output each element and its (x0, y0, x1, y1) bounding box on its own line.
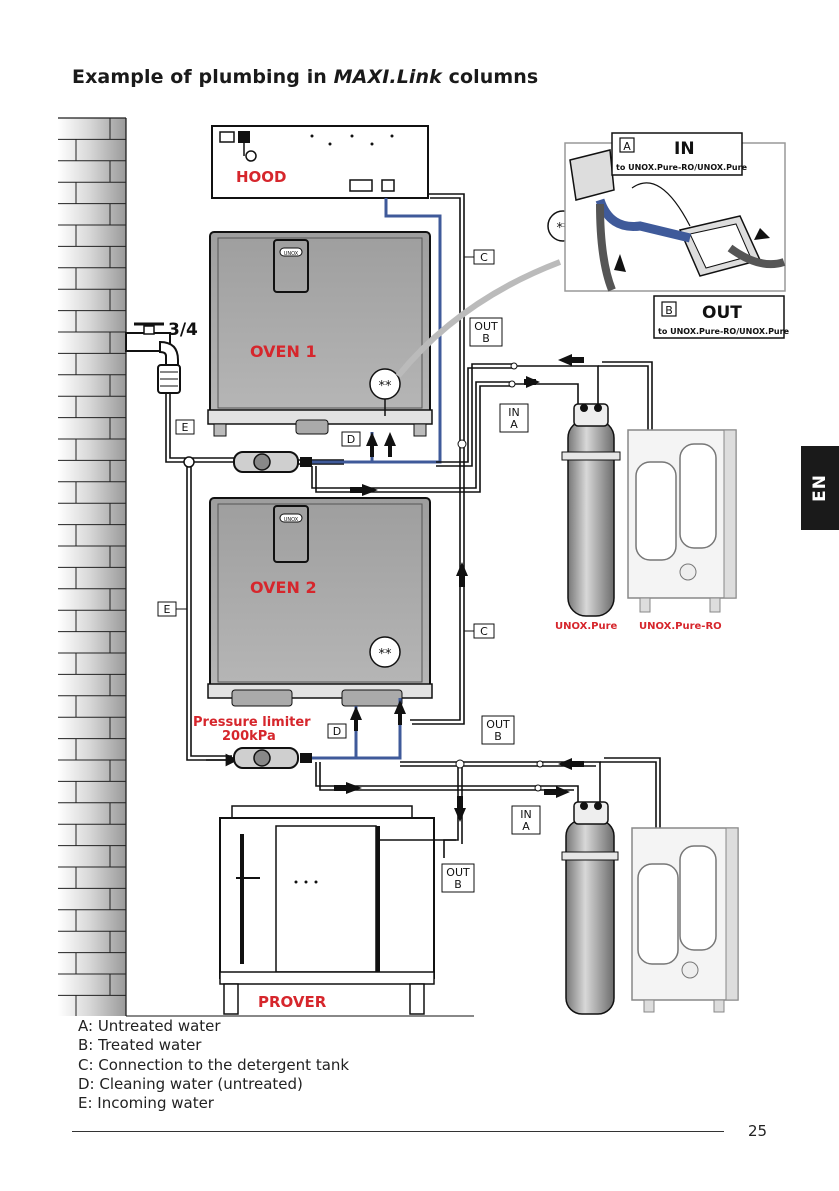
unox-pure-cylinder-2 (561, 801, 619, 1015)
brick-wall (58, 117, 474, 1017)
tag-d-1: D (347, 433, 355, 446)
oven-1: UNOX OVEN 1 (207, 231, 433, 437)
prover: PROVER (219, 805, 435, 1015)
tag-out-1: OUT (474, 320, 498, 333)
tags: C C E E D D OUT B IN A OUT B IN A OUT B (157, 249, 541, 893)
callout-in-subtitle: to UNOX.Pure-RO/UNOX.Pure (616, 163, 748, 172)
language-tab-label: EN (810, 474, 830, 502)
pressure-limiter-label: Pressure limiter (193, 715, 311, 730)
hood-appliance: HOOD (211, 125, 429, 199)
legend-item-e: E: Incoming water (78, 1094, 214, 1113)
tag-out-3-letter: B (454, 878, 462, 891)
legend: A: Untreated water B: Treated water C: C… (78, 1017, 349, 1113)
legend-item-c: C: Connection to the detergent tank (78, 1055, 350, 1074)
detail-marker-3: ** (369, 636, 401, 668)
legend-item-d: D: Cleaning water (untreated) (78, 1074, 303, 1093)
callout-out: B OUT to UNOX.Pure-RO/UNOX.Pure (653, 295, 790, 339)
detail-marker-3-text: ** (379, 647, 393, 662)
tag-out-1-letter: B (482, 332, 490, 345)
language-tab: EN (801, 446, 839, 530)
callout-out-subtitle: to UNOX.Pure-RO/UNOX.Pure (658, 327, 790, 336)
connection-detail-inset (564, 142, 786, 292)
pressure-limiter-value: 200kPa (222, 729, 276, 744)
callout-in-letter: A (623, 140, 631, 153)
unox-pure-ro-label-1: UNOX.Pure-RO (639, 621, 722, 632)
unox-pure-cylinder-1: UNOX.Pure (555, 403, 621, 632)
unox-pure-ro-unit-1: UNOX.Pure-RO (627, 429, 737, 632)
oven-2-logo: UNOX (284, 517, 299, 523)
tag-c-1: C (480, 251, 488, 264)
detail-marker-2-text: ** (379, 379, 393, 394)
callout-out-title: OUT (702, 303, 742, 323)
oven-1-label: OVEN 1 (250, 342, 317, 361)
oven-2-label: OVEN 2 (250, 578, 317, 597)
faucet-size-label: 3/4 (168, 320, 198, 340)
oven-2: UNOX OVEN 2 (207, 497, 433, 707)
tag-out-2: OUT (486, 718, 510, 731)
unox-pure-label-1: UNOX.Pure (555, 621, 618, 632)
pressure-limiter-2 (233, 747, 312, 769)
tag-d-2: D (333, 725, 341, 738)
tag-in-2-letter: A (522, 820, 530, 833)
tag-e-1: E (182, 421, 189, 434)
tag-c-2: C (480, 625, 488, 638)
flow-arrows (334, 354, 584, 822)
page-title: Example of plumbing in MAXI.Link columns (72, 66, 539, 88)
callout-in-title: IN (674, 139, 695, 159)
hood-label: HOOD (236, 168, 287, 186)
pressure-limiter-1 (233, 451, 312, 473)
tag-e-2: E (164, 603, 171, 616)
oven-1-logo: UNOX (284, 251, 299, 257)
wall-faucet: 3/4 (125, 320, 198, 394)
legend-item-a: A: Untreated water (78, 1017, 221, 1035)
footer-rule (72, 1131, 724, 1132)
tag-in-1-letter: A (510, 418, 518, 431)
unox-pure-ro-unit-2 (631, 827, 739, 1013)
tag-out-3: OUT (446, 866, 470, 879)
tag-in-2: IN (520, 808, 531, 821)
callout-out-letter: B (665, 304, 673, 317)
tag-out-2-letter: B (494, 730, 502, 743)
water-treatment-lines (311, 193, 661, 858)
tag-in-1: IN (508, 406, 519, 419)
detail-marker-2: ** (369, 259, 562, 416)
callout-in: A IN to UNOX.Pure-RO/UNOX.Pure (611, 132, 748, 176)
prover-label: PROVER (258, 993, 327, 1011)
legend-item-b: B: Treated water (78, 1036, 202, 1055)
page-number: 25 (748, 1122, 768, 1140)
